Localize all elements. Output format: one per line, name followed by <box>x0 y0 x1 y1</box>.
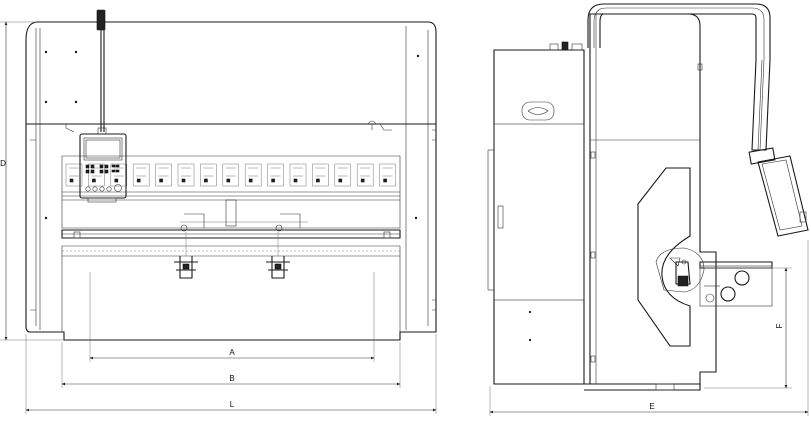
door-handle <box>497 205 504 229</box>
clamp-bolt <box>159 178 163 183</box>
clamp-bolt <box>114 178 119 183</box>
clamp-unit <box>379 163 396 187</box>
frame-bolts <box>44 50 420 220</box>
base <box>584 383 701 391</box>
tooling-area <box>655 247 773 307</box>
clamp-unit <box>132 163 150 187</box>
side-frame <box>589 13 717 385</box>
clamp-bolt <box>316 178 320 183</box>
clamp-unit <box>222 163 240 187</box>
clamp-bolt <box>181 178 186 183</box>
dimension-label-f: F <box>775 323 784 328</box>
clamp-unit <box>110 163 128 187</box>
dimension-label-l: L <box>230 400 235 409</box>
clamp-bolt <box>92 178 96 183</box>
dimension-f: F <box>704 267 792 389</box>
clamp-unit <box>200 163 217 187</box>
dimension-b: B <box>61 342 401 388</box>
clamp-bolt <box>248 178 253 183</box>
clamp-unit <box>334 163 352 187</box>
dimension-label-e: E <box>649 402 654 411</box>
side-view: E F <box>487 3 809 416</box>
clamp-unit <box>312 163 329 187</box>
clamp-unit <box>267 163 284 187</box>
rear-housing <box>493 49 585 385</box>
clamp-bolt <box>226 178 231 183</box>
clamp-unit <box>289 163 307 187</box>
clamp-unit <box>65 163 83 187</box>
pendant-arm <box>587 3 771 151</box>
dimension-e: E <box>489 240 809 416</box>
dimension-d: D <box>0 21 64 341</box>
clamp-unit <box>177 163 195 187</box>
clamp-bolt <box>271 178 275 183</box>
dimension-a: A <box>89 272 375 362</box>
oil-sight-glass <box>521 101 555 121</box>
front-frame-outline <box>25 21 437 341</box>
right-side-plate <box>405 26 436 330</box>
rear-door <box>493 123 585 301</box>
clamp-bolt <box>69 178 74 183</box>
front-view: A B L D <box>0 9 437 414</box>
throat-cutout <box>637 167 691 347</box>
clamp-bolt <box>338 178 343 183</box>
dimension-l: L <box>25 334 437 414</box>
control-arm <box>96 9 107 135</box>
clamp-bolt <box>360 178 365 183</box>
clamp-bolt <box>204 178 208 183</box>
clamp-unit <box>155 163 172 187</box>
control-pendant <box>79 133 127 203</box>
dimension-label-b: B <box>229 374 234 383</box>
clamp-bolt <box>136 178 141 183</box>
ram <box>61 155 401 201</box>
clamp-unit <box>244 163 262 187</box>
backgauge <box>61 199 401 279</box>
side-pendant <box>748 147 809 237</box>
dimension-label-d: D <box>0 159 6 168</box>
clamp-bolt <box>293 178 298 183</box>
clamp-bolt <box>383 178 387 183</box>
clamp-unit <box>356 163 374 187</box>
clamp-row <box>65 163 396 187</box>
left-side-plate <box>30 28 41 330</box>
dimension-label-a: A <box>229 348 235 357</box>
